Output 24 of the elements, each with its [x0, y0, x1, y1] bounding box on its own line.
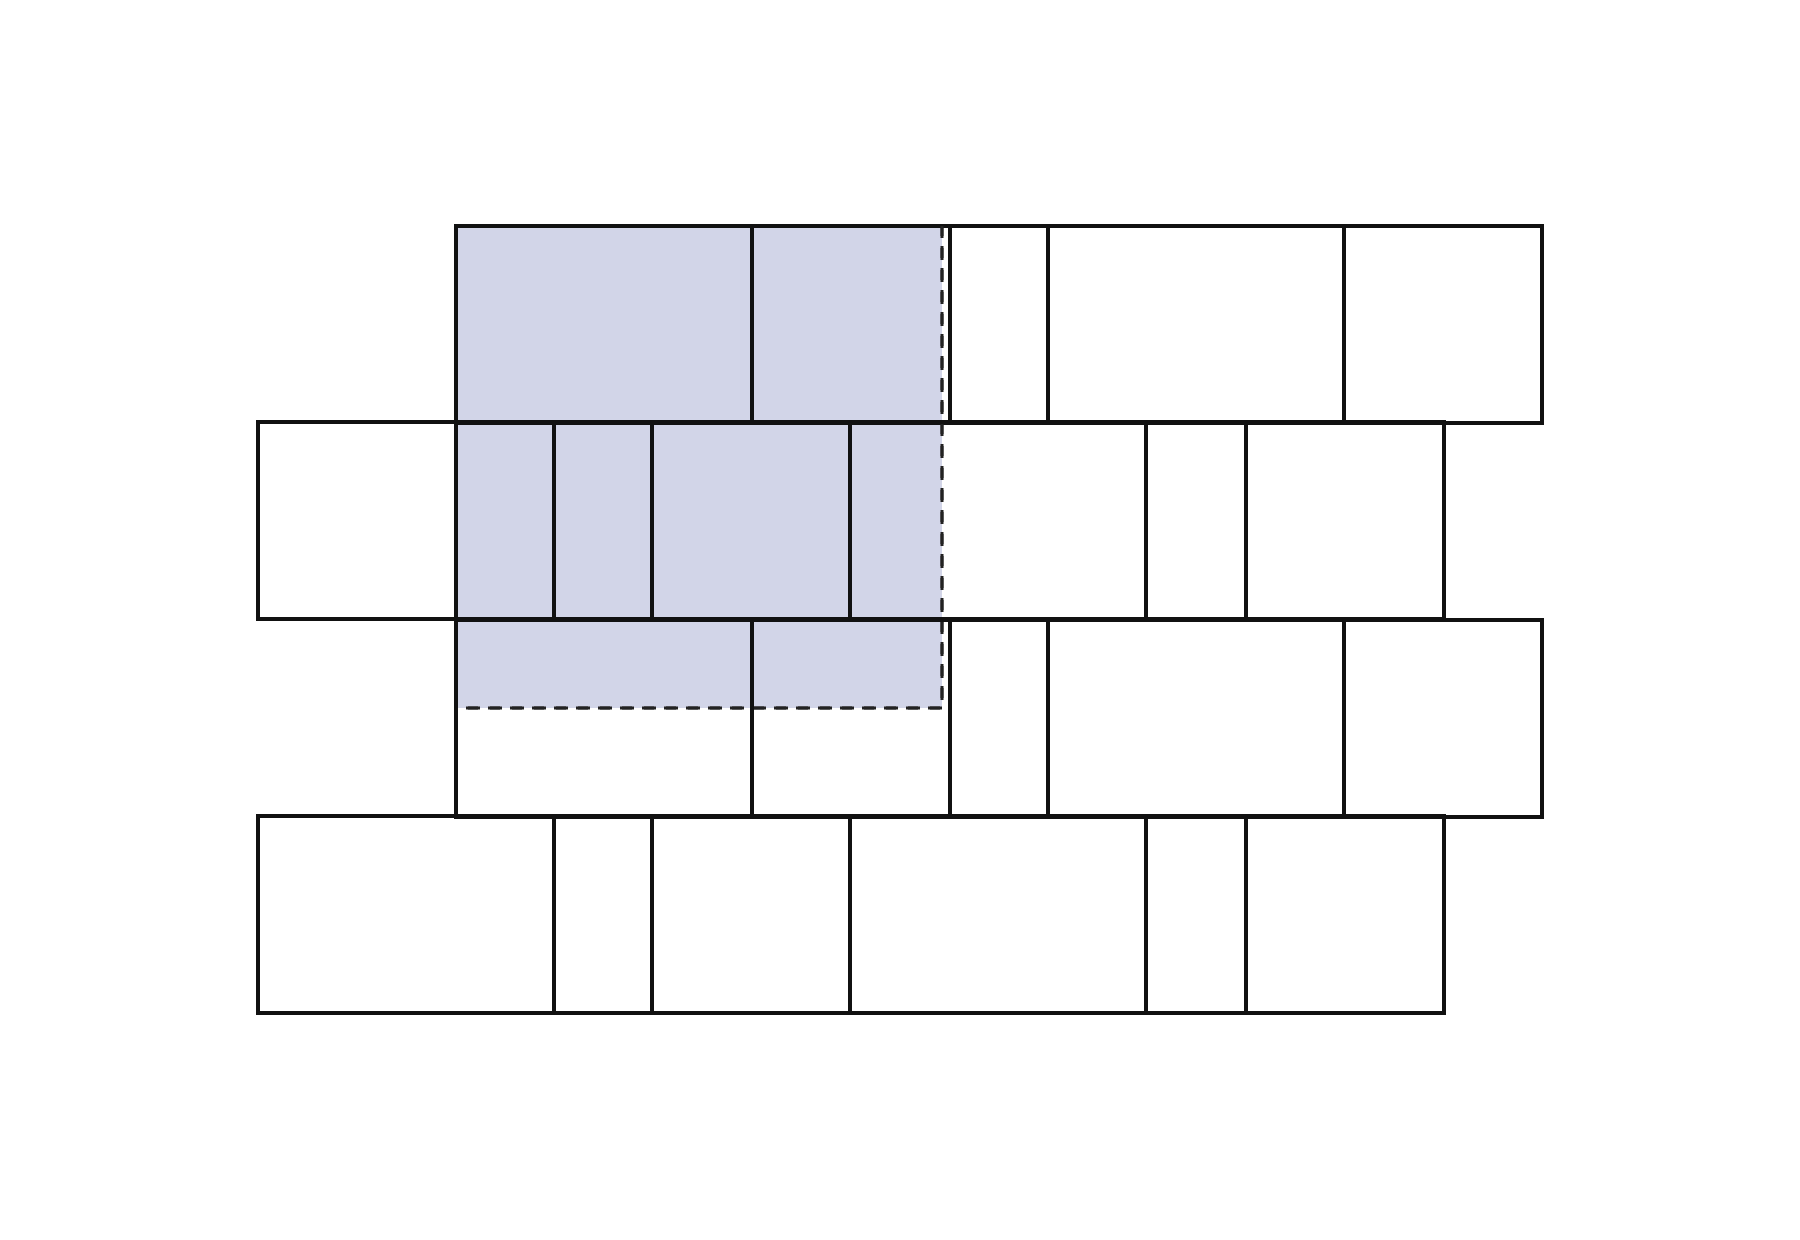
brick-box — [1144, 420, 1248, 621]
shaded-region — [454, 224, 952, 710]
brick-box — [848, 814, 1148, 1015]
brick-box — [750, 224, 952, 425]
brick-box — [1046, 618, 1346, 819]
brick-box — [750, 618, 952, 819]
brick-box — [948, 224, 1050, 425]
brick-box — [948, 618, 1050, 819]
brick-box — [1046, 224, 1346, 425]
brick-box — [454, 420, 556, 621]
brick-box — [552, 420, 654, 621]
brick-box — [454, 618, 754, 819]
brick-box — [256, 814, 556, 1015]
brick-box — [650, 420, 852, 621]
brick-box — [1342, 618, 1544, 819]
brick-box — [650, 814, 852, 1015]
brick-box — [848, 420, 1148, 621]
brick-box — [1144, 814, 1248, 1015]
brick-box — [552, 814, 654, 1015]
brick-box — [1244, 814, 1446, 1015]
brick-box — [1342, 224, 1544, 425]
brick-box — [454, 224, 754, 425]
brick-box — [256, 420, 458, 621]
brick-box — [1244, 420, 1446, 621]
